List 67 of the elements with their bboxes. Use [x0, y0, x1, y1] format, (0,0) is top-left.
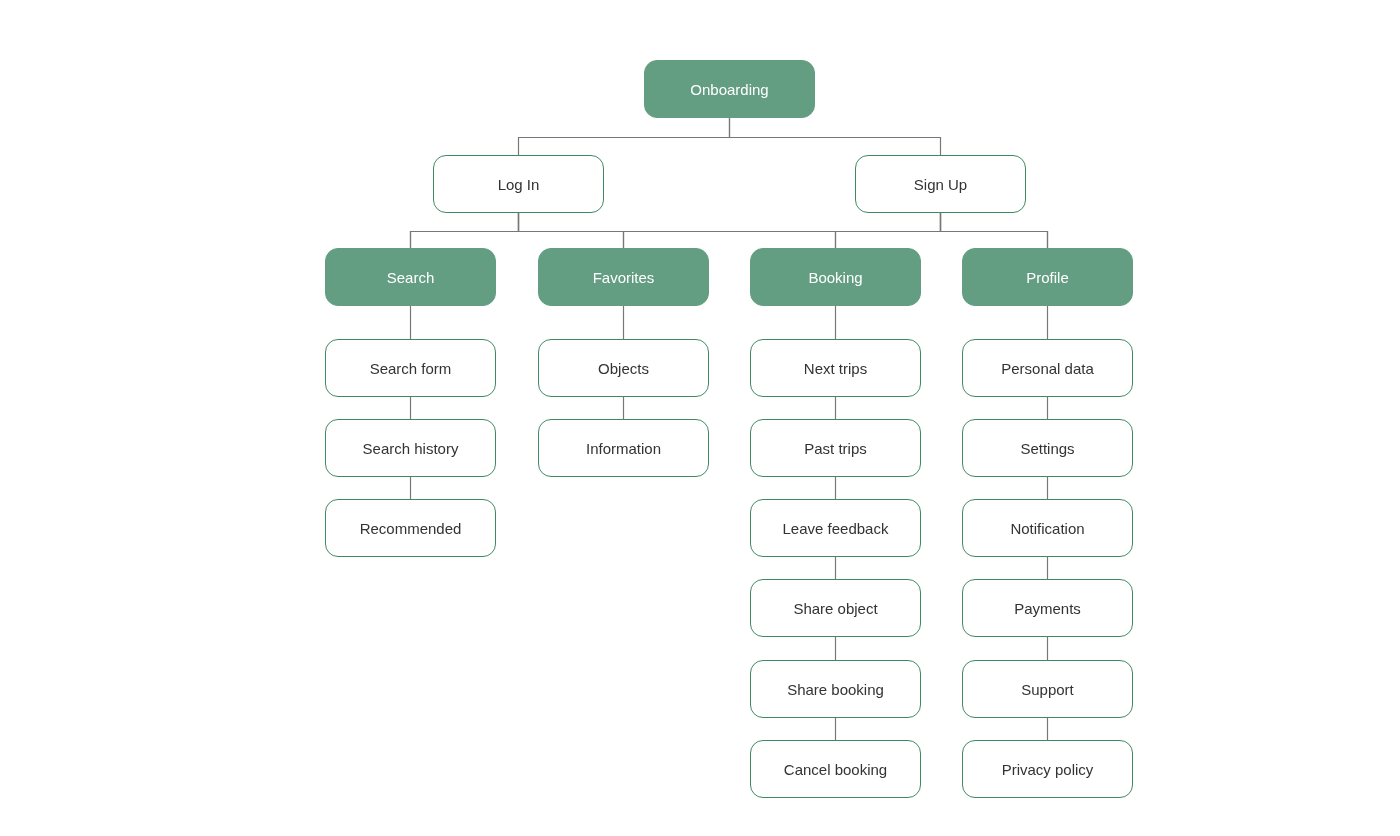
connector-line [834, 396, 837, 420]
page-box [750, 660, 921, 718]
section-box [750, 248, 921, 306]
node-label: Cancel booking [782, 760, 889, 778]
section-box [962, 248, 1133, 306]
node-label: Objects [597, 359, 650, 377]
connector-line [1046, 717, 1049, 741]
connector-line [728, 117, 942, 156]
connector-line [409, 476, 412, 500]
page-box [538, 339, 709, 397]
node-label: Settings [1019, 439, 1076, 457]
page-box [962, 579, 1133, 637]
node-label: Share booking [786, 680, 885, 698]
node-label: Booking [807, 268, 864, 286]
connector-line [939, 212, 1049, 249]
node-label: Favorites [591, 268, 656, 286]
connector-line [834, 305, 837, 340]
page-box [325, 339, 496, 397]
node-label: Privacy policy [1000, 760, 1095, 778]
node-label: Payments [1013, 599, 1082, 617]
page-box [962, 419, 1133, 477]
node-label: Support [1020, 680, 1075, 698]
page-box [962, 499, 1133, 557]
node-label: Next trips [802, 359, 869, 377]
page-box [750, 740, 921, 798]
connector-line [834, 476, 837, 500]
connector-line [834, 556, 837, 580]
node-label: Recommended [358, 519, 463, 537]
connector-line [622, 396, 625, 420]
page-box [538, 419, 709, 477]
connector-line [834, 636, 837, 661]
connector-line [622, 305, 625, 340]
page-box [962, 660, 1133, 718]
connector-line [1046, 305, 1049, 340]
section-box [325, 248, 496, 306]
page-box [325, 499, 496, 557]
connector-line [1046, 556, 1049, 580]
node-label: Personal data [1000, 359, 1095, 377]
node-label: Search form [368, 359, 453, 377]
page-box [750, 419, 921, 477]
node-label: Notification [1009, 519, 1086, 537]
node-label: Leave feedback [781, 519, 890, 537]
page-box [750, 579, 921, 637]
node-label: Past trips [803, 439, 868, 457]
connector-line [1046, 396, 1049, 420]
node-label: Search [385, 268, 436, 286]
node-label: Onboarding [689, 80, 770, 98]
page-box [855, 155, 1026, 213]
page-box [750, 339, 921, 397]
connector-line [409, 396, 412, 420]
section-box [644, 60, 815, 118]
node-label: Log In [496, 175, 541, 193]
section-box [538, 248, 709, 306]
page-box [962, 740, 1133, 798]
connector-line [1046, 636, 1049, 661]
node-label: Sign Up [912, 175, 969, 193]
node-label: Information [584, 439, 662, 457]
page-box [433, 155, 604, 213]
connector-line [409, 305, 412, 340]
connector-line [1046, 476, 1049, 500]
node-label: Share object [792, 599, 879, 617]
page-box [325, 419, 496, 477]
node-label: Profile [1025, 268, 1070, 286]
page-box [750, 499, 921, 557]
node-label: Search history [361, 439, 460, 457]
page-box [962, 339, 1133, 397]
connector-line [834, 717, 837, 741]
